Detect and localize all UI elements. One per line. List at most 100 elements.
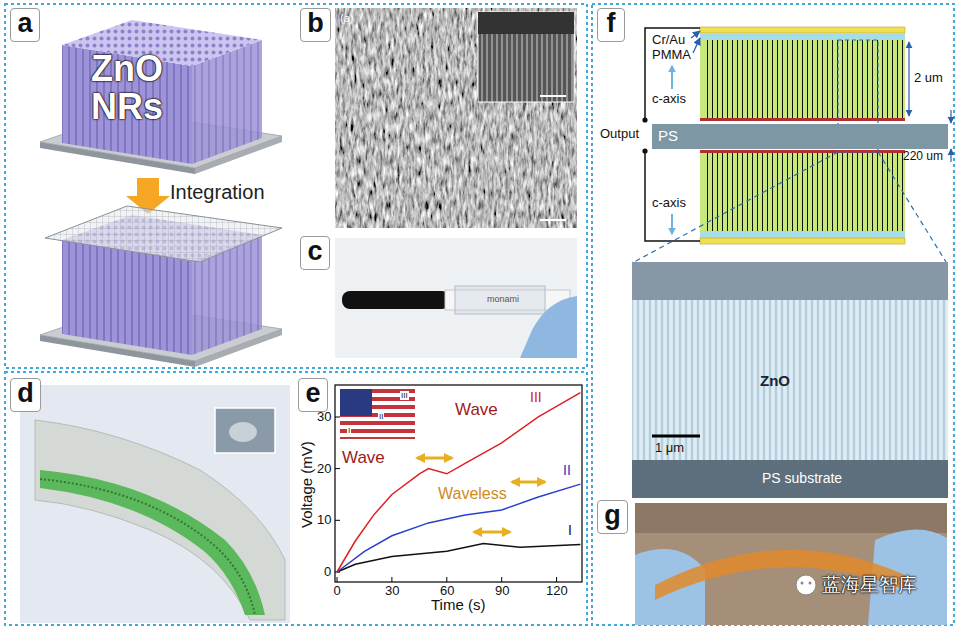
- sem-image-f-part: [632, 460, 948, 498]
- voltage-chart-part-part: [512, 481, 545, 484]
- material-label: ZnO NRs: [72, 50, 182, 126]
- device-schematic-f-part: [703, 153, 903, 231]
- voltage-chart-part-part: [556, 577, 557, 582]
- device-schematic-f-part: [700, 40, 905, 118]
- photo-c: [335, 238, 577, 358]
- image-tag: (a): [340, 12, 353, 25]
- series-label: III: [530, 389, 542, 405]
- device-schematic-f-part: [700, 231, 905, 238]
- voltage-chart-part: [335, 385, 582, 582]
- photo-g-part: [635, 503, 947, 533]
- photo-c-part: [335, 238, 577, 358]
- layer-label: PMMA: [652, 48, 691, 63]
- voltage-chart-part-part: [335, 520, 340, 521]
- voltage-chart: [335, 385, 582, 582]
- device-schematic-f-part: [700, 33, 905, 40]
- device-illustration-d-part: [40, 479, 255, 615]
- watermark: 蓝海星智库: [822, 574, 917, 596]
- tick-label: 90: [495, 584, 509, 599]
- voltage-chart-part: [335, 417, 557, 582]
- sem-image-b-part: [478, 12, 574, 34]
- voltage-chart-part-part: [335, 417, 340, 418]
- panel-letter: f: [597, 8, 625, 42]
- voltage-chart-part-part: [501, 577, 502, 582]
- device-schematic-f-part: [908, 42, 909, 116]
- device-schematic-f-part: [878, 152, 946, 262]
- device-schematic-f-part: [645, 151, 700, 241]
- annotation: Wave: [455, 400, 498, 420]
- voltage-chart-part-part: [335, 468, 340, 469]
- device-illustration-d-part: [20, 385, 290, 623]
- series-label: II: [563, 462, 571, 478]
- sem-image-b: [335, 8, 577, 228]
- panel-letter-text: f: [598, 9, 624, 39]
- voltage-chart-part-part: [417, 457, 452, 460]
- nanorod-illustration: [40, 20, 282, 367]
- voltage-chart-part: [340, 389, 415, 439]
- tick-label: 20: [317, 462, 331, 477]
- photo-g: [635, 503, 947, 625]
- tick-label: 10: [317, 513, 331, 528]
- device-schematic-f-part: [691, 31, 700, 38]
- device-schematic-f-part: [700, 118, 905, 121]
- panel-frames: [5, 4, 954, 625]
- device-schematic-f-part: [703, 40, 903, 118]
- device-schematic-f: [634, 27, 951, 262]
- photo-c-part: [342, 291, 450, 309]
- tick-label: 30: [317, 410, 331, 425]
- panel-letter: a: [10, 8, 40, 42]
- step-label: Integration: [170, 181, 265, 204]
- device-schematic-f-part: [950, 110, 951, 123]
- axis-title: Voltage (mV): [297, 441, 314, 528]
- device-illustration-d-part: [229, 422, 257, 442]
- panel-frames-part: [592, 4, 954, 625]
- panel-frames-part: [5, 4, 587, 368]
- voltage-chart-part-part: [474, 531, 510, 534]
- axis-label: c-axis: [652, 196, 686, 211]
- panel-letter-text: g: [598, 501, 627, 531]
- nanorod-illustration-part: [45, 206, 282, 262]
- device-schematic-f-part: [693, 38, 700, 53]
- annotation: Waveless: [438, 485, 507, 503]
- device-schematic-f-part: [634, 152, 838, 262]
- photo-g-part: [796, 575, 816, 595]
- band-label: PS: [658, 124, 948, 147]
- panel-letter-text: e: [299, 379, 327, 409]
- panel-letter: e: [298, 378, 328, 412]
- panel-letter-text: a: [11, 9, 39, 39]
- voltage-chart-part-part: [446, 577, 447, 582]
- position-marker: III: [400, 391, 409, 400]
- photo-g-part: [635, 503, 947, 625]
- panel-letter-text: b: [301, 9, 330, 39]
- device-illustration-d-part: [215, 408, 275, 453]
- tick-label: 120: [546, 584, 568, 599]
- photo-c-part: [520, 296, 577, 358]
- device-illustration-d: [20, 385, 290, 623]
- voltage-chart-part: [337, 393, 580, 572]
- device-schematic-f-part: [700, 238, 905, 244]
- sem-image-b-part: [540, 95, 566, 97]
- tick-label: 0: [334, 584, 341, 599]
- axis-title: Time (s): [431, 596, 485, 613]
- dimension: 220 um: [903, 150, 943, 164]
- voltage-chart-part-part: [340, 421, 415, 425]
- photo-g-part: [809, 582, 812, 585]
- device-schematic-f-part: [700, 27, 905, 33]
- device-schematic-f-part: [671, 66, 673, 89]
- voltage-chart-part-part: [340, 437, 415, 439]
- sem-image-f-part: [652, 435, 700, 438]
- terminal-label: Output: [600, 127, 639, 142]
- device-schematic-f-part: [700, 153, 905, 231]
- position-marker: II: [378, 412, 384, 421]
- annotation: Wave: [342, 448, 385, 468]
- voltage-chart-part-part: [391, 577, 392, 582]
- sem-image-b-part: [540, 219, 566, 221]
- sem-image-b-part: [335, 8, 577, 228]
- panel-letter: g: [597, 500, 628, 534]
- device-illustration-d-part: [40, 470, 265, 615]
- panel-letter: d: [10, 378, 41, 412]
- photo-g-part: [801, 582, 804, 585]
- voltage-chart-part: [337, 484, 580, 572]
- substrate-band: PS: [652, 124, 948, 149]
